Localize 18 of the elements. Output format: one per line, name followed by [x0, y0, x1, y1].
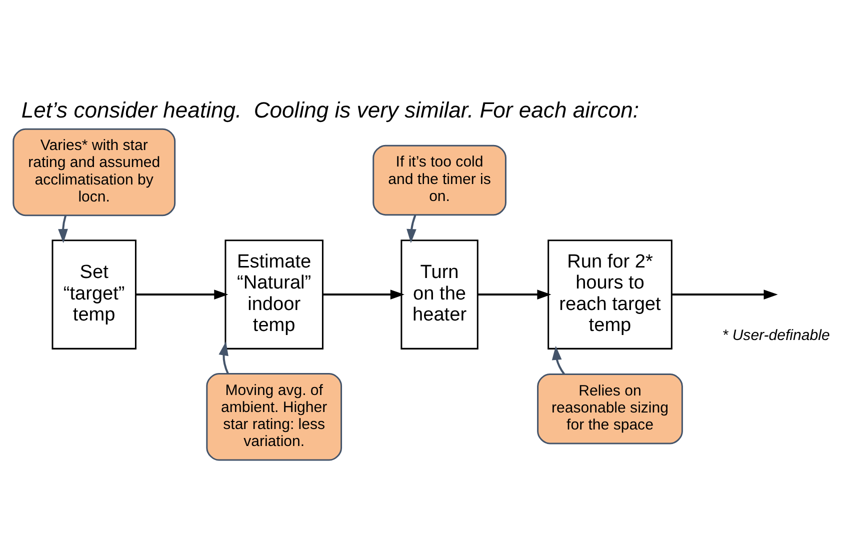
arrow	[322, 290, 404, 300]
diagram-title: Let’s consider heating. Cooling is very similar. For each aircon:	[20, 98, 639, 123]
arrow	[218, 341, 228, 374]
arrow	[58, 215, 68, 244]
node-box: Relies on reasonable sizing for the space	[536, 374, 682, 444]
arrow	[406, 214, 416, 244]
label: * User-definable	[722, 327, 830, 344]
node-box: Set “target” temp	[51, 240, 136, 350]
arrow	[672, 290, 778, 300]
node-box: If it’s too cold and the timer is on.	[372, 144, 506, 216]
arrow	[135, 290, 228, 300]
node-box: Run for 2* hours to reach target temp	[547, 240, 672, 350]
node-box: Varies* with star rating and assumed acclimatisation by locn.	[12, 128, 176, 216]
node-box: Turn on the heater	[400, 240, 478, 350]
node-box: Moving avg. of ambient. Higher star rating: less variation.	[206, 373, 342, 461]
node-box: Estimate “Natural” indoor temp	[224, 240, 323, 350]
arrow	[477, 290, 551, 300]
arrow	[551, 346, 564, 375]
